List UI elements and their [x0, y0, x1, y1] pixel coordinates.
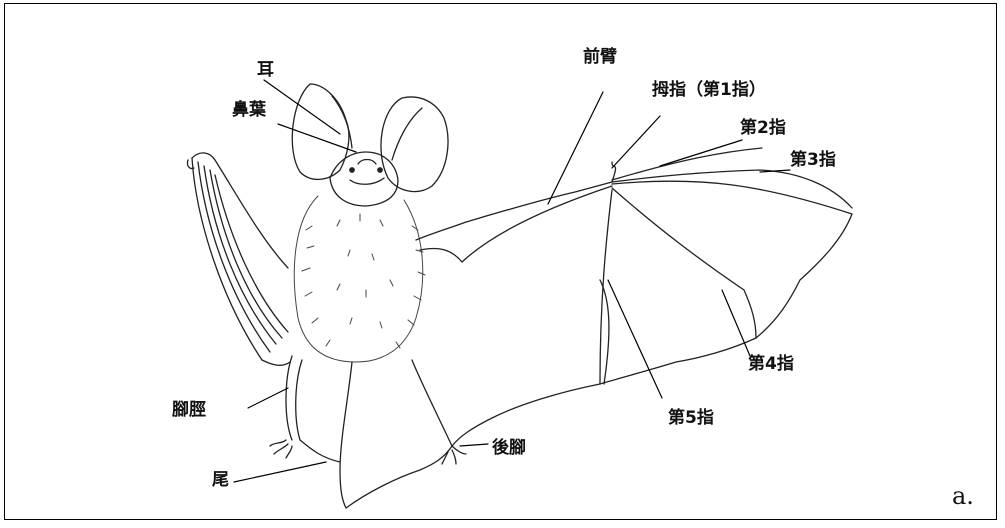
- label-thumb: 拇指（第1指）: [652, 80, 766, 100]
- label-digit3: 第3指: [790, 150, 836, 170]
- label-digit5: 第5指: [668, 408, 714, 428]
- head: [329, 151, 399, 207]
- label-noseleaf: 鼻葉: [232, 100, 266, 120]
- right-wing: [415, 147, 853, 447]
- label-digit4: 第4指: [748, 354, 794, 374]
- legs-and-tail-membrane: [269, 355, 467, 509]
- ears: [291, 83, 449, 193]
- label-forearm: 前臂: [583, 47, 617, 67]
- figure-frame: [4, 3, 997, 520]
- label-hindfoot: 後腳: [492, 438, 526, 458]
- left-folded-wing: [186, 152, 291, 366]
- label-tail: 尾: [212, 470, 229, 490]
- label-tibia: 腳脛: [172, 400, 206, 420]
- panel-letter: a.: [952, 482, 974, 510]
- label-ear: 耳: [257, 60, 274, 80]
- body: [293, 195, 426, 363]
- leader-lines: [233, 79, 791, 483]
- label-digit2: 第2指: [740, 118, 786, 138]
